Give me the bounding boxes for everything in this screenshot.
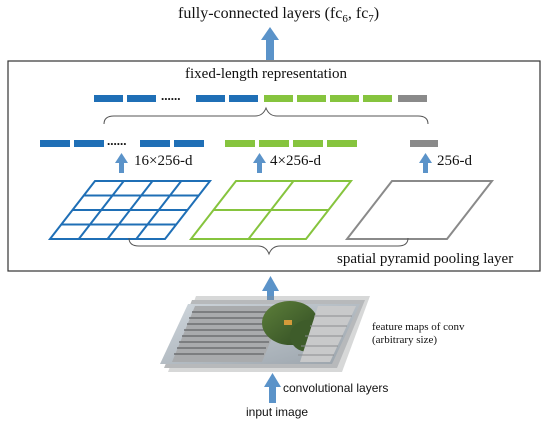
title-text: fully-connected layers (fc [178,5,343,22]
title-sep: , fc [347,5,369,22]
title-close: ) [373,5,380,22]
pooling-grid-4x4 [47,180,213,240]
level3-dim-label: 256-d [437,153,472,169]
pooling-grid-2x2 [188,180,354,240]
level1-segment [174,140,204,147]
vector-segment-blue [94,95,123,102]
vector-segment-blue [229,95,258,102]
feature-maps-line2: (arbitrary size) [372,334,438,346]
level-vectors [40,140,438,147]
feature-maps-label: feature maps of conv (arbitrary size) [372,321,465,347]
vector-segment-green [297,95,326,102]
feature-maps-line1: feature maps of conv [372,321,465,333]
level3-segment [410,140,438,147]
ellipsis-top: ...... [161,88,181,103]
title-sub-6: 6 [342,13,348,26]
vector-segment-blue [127,95,156,102]
input-image-label: input image [246,405,309,419]
level-arrow-icon [253,153,266,173]
fc-layers-title: fully-connected layers (fc6, fc7) [178,6,379,25]
level1-segment [140,140,170,147]
level1-dim-label: 16×256-d [134,153,193,169]
pooling-grid-1x1 [344,180,495,240]
level-arrow-icon [419,153,432,173]
spp-frame [7,60,541,272]
vector-segment-gray [398,95,427,102]
vector-segment-green [330,95,359,102]
conv-layers-label: convolutional layers [283,381,389,395]
arrow-to-spp-icon [262,276,279,306]
level2-segment [259,140,289,147]
level1-segment [74,140,104,147]
bottom-brace [128,237,409,256]
level2-segment [225,140,255,147]
top-brace [103,106,429,125]
arrow-from-input-icon [264,373,281,403]
fixed-length-vector [94,95,427,102]
spp-layer-label: spatial pyramid pooling layer [337,251,514,267]
feature-maps-stack [160,296,370,372]
level2-dim-label: 4×256-d [270,153,321,169]
arrow-to-fc-icon [261,27,279,60]
vector-segment-green [363,95,392,102]
level1-segment [40,140,70,147]
title-sub-7: 7 [368,13,374,26]
vector-segment-green [264,95,293,102]
level2-segment [327,140,357,147]
vector-segment-blue [196,95,225,102]
ellipsis-level1: ...... [107,133,127,148]
level-arrow-icon [115,153,128,173]
fixed-length-label: fixed-length representation [185,66,348,82]
level2-segment [293,140,323,147]
